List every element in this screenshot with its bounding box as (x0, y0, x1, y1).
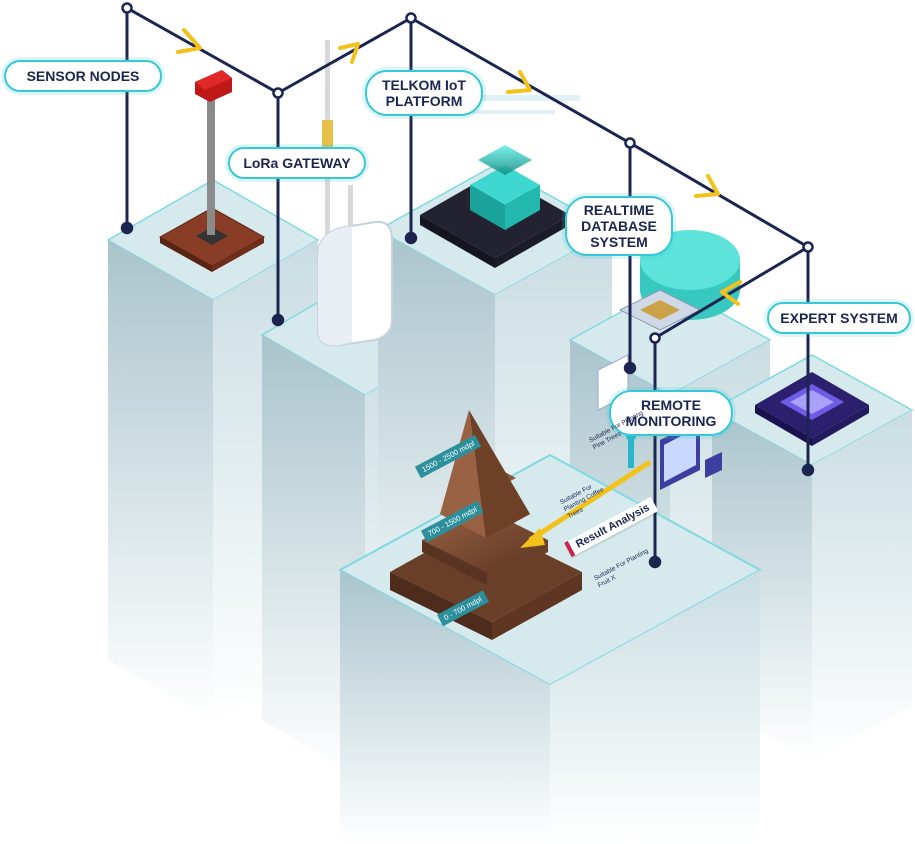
node-dot (272, 87, 284, 99)
node-dot (623, 361, 637, 375)
label-telkom-iot-platform: TELKOM IoT PLATFORM (365, 70, 483, 116)
node-dot (271, 313, 285, 327)
telkom-line1: TELKOM IoT (382, 77, 466, 93)
node-dot (120, 221, 134, 235)
lora-gateway-device (317, 40, 393, 347)
flow-arrow-icon (506, 70, 532, 94)
label-sensor-nodes: SENSOR NODES (4, 60, 162, 92)
node-dot (624, 137, 636, 149)
realtime-line2: DATABASE (581, 218, 657, 234)
node-dot (121, 2, 133, 14)
flow-arrow-icon (176, 28, 202, 54)
node-dot (801, 463, 815, 477)
expert-system-chip (755, 372, 869, 446)
lora-gateway-text: LoRa GATEWAY (243, 155, 351, 171)
remote-line1: REMOTE (641, 397, 701, 413)
telkom-iot-chip (420, 95, 580, 268)
realtime-line1: REALTIME (583, 202, 655, 218)
flow-arrow-icon (720, 280, 742, 306)
sensor-nodes-text: SENSOR NODES (26, 68, 140, 84)
flow-arrow-icon (694, 174, 720, 198)
node-dot (405, 12, 417, 24)
flow-arrows (176, 28, 742, 306)
label-remote-monitoring: REMOTE MONITORING (609, 390, 733, 436)
sensor-node-device (158, 70, 266, 272)
node-dot (648, 555, 662, 569)
label-expert-system: EXPERT SYSTEM (767, 302, 911, 334)
label-lora-gateway: LoRa GATEWAY (228, 147, 366, 179)
realtime-line3: SYSTEM (590, 234, 648, 250)
network-nodes (120, 2, 815, 569)
node-dot (404, 231, 418, 245)
node-dot (649, 332, 661, 344)
network-lines (125, 6, 810, 562)
expert-system-text: EXPERT SYSTEM (780, 310, 898, 326)
telkom-line2: PLATFORM (385, 93, 463, 109)
label-realtime-database-system: REALTIME DATABASE SYSTEM (565, 196, 673, 256)
node-dot (802, 241, 814, 253)
flow-arrow-icon (338, 42, 360, 64)
result-analysis-arrow (520, 459, 652, 548)
remote-line2: MONITORING (625, 413, 717, 429)
